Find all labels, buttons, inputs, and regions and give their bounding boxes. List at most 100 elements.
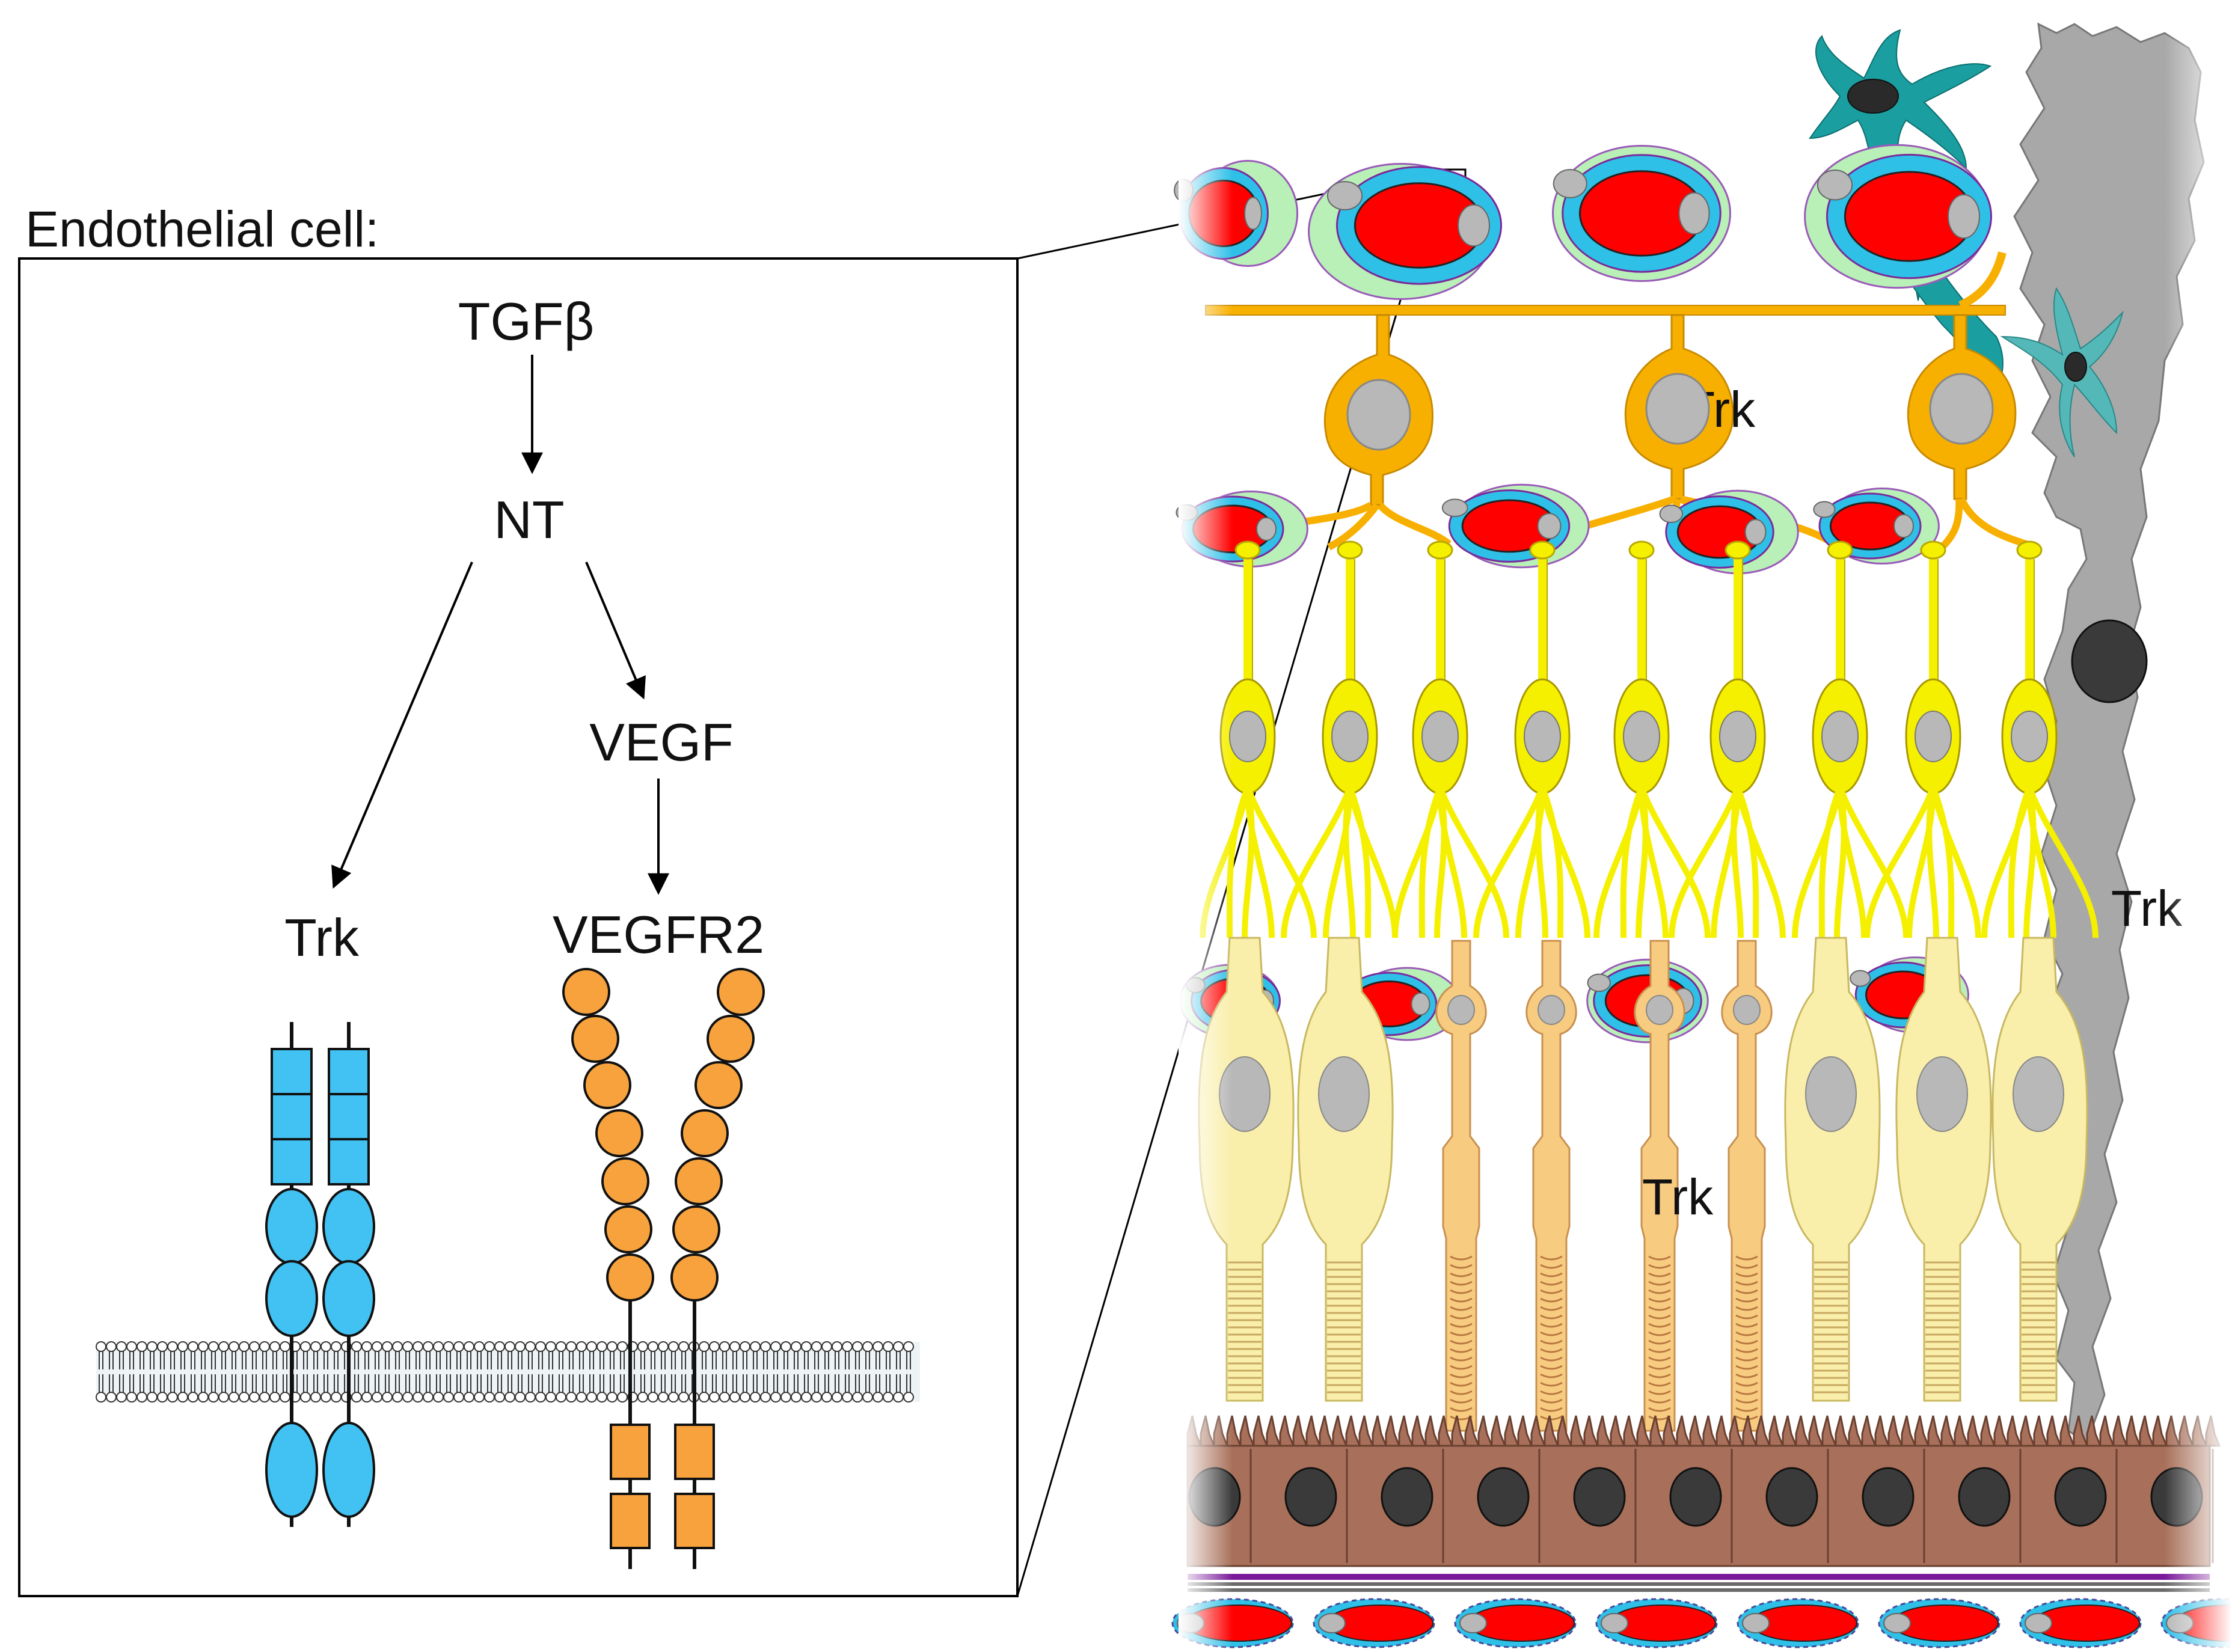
bipolar-dendrite [1711,787,1741,938]
bipolar-dendrite [1245,786,1317,938]
pericyte-nucleus [1850,970,1871,987]
cone-nucleus [1646,995,1673,1025]
endothelial-nucleus [1948,194,1980,239]
endothelial-panel: Endothelial cell: TGFβ NT VEGF Trk VEGFR… [18,201,1019,1597]
rpe-nucleus [1284,1467,1337,1527]
bipolar-dendrite [1792,787,1843,938]
endothelial-nucleus [1744,519,1767,545]
ganglion-cell [1907,314,2028,550]
trk-receptor [265,1022,375,1527]
bipolar-dendrite [1636,787,1649,938]
bipolar-nucleus [2011,711,2048,762]
arrow-nt-to-vegf [585,561,646,700]
bipolar-cell [1669,540,1786,938]
rod-nucleus [1805,1056,1857,1132]
bipolar-dendrite [1735,786,1759,938]
bipolar-cell [1792,540,1909,938]
vegf-label: VEGF [589,712,734,772]
right-fade [2165,18,2232,1652]
bipolar-dendrite [1837,786,1909,938]
pericyte-nucleus [1441,498,1468,518]
choroid-vessels [1171,1598,2232,1648]
cone-nucleus [1447,995,1475,1025]
bruchs-membrane [1188,1574,2210,1592]
bipolar-dendrite [1434,787,1447,938]
rpe-nucleus [1669,1467,1722,1527]
nerve-fiber-layer [1205,305,2006,316]
cone-nucleus [1538,995,1565,1025]
rpe-nucleus [1381,1467,1433,1527]
bipolar-nucleus [1821,711,1859,762]
choroidal-vessel [1313,1598,1435,1648]
endothelial-nucleus [1458,204,1490,247]
bipolar-cell [1473,540,1590,938]
arrow-nt-to-trk [331,561,473,889]
tgf-beta-label: TGFβ [458,292,595,351]
bipolar-dendrite [1473,786,1545,938]
pericyte-nucleus [1817,170,1853,201]
endothelial-nucleus [1244,197,1262,230]
bipolar-cell [1593,540,1711,938]
bipolar-cell [1392,540,1509,938]
bipolar-dendrite [1323,787,1353,938]
rpe-nucleus [1477,1467,1530,1527]
rod-photoreceptor [1895,937,1992,1402]
rpe-nucleus [1958,1467,2011,1527]
rod-photoreceptor [1991,937,2088,1402]
rpe-nucleus [1765,1467,1818,1527]
bipolar-dendrite [1242,787,1255,938]
cone-nucleus [1733,995,1761,1025]
muller-nucleus [2071,619,2148,703]
pericyte-nucleus [1553,169,1587,198]
endothelial-nucleus [1256,517,1277,541]
axon-bend [1958,251,2007,310]
ganglion-cell [1250,314,1452,551]
endothelial-nucleus [1537,513,1562,539]
bipolar-dendrite [1906,787,1936,938]
vegfr2-label: VEGFR2 [553,905,764,964]
bipolar-cell [1281,540,1398,938]
cone-photoreceptor [1435,940,1487,1432]
rod-photoreceptor [1784,937,1881,1402]
rod-nucleus [1916,1056,1968,1132]
choroidal-vessel [1878,1598,2001,1648]
bipolar-nucleus [1719,711,1756,762]
panel-frame [18,257,1019,1597]
vegfr2-receptor [562,968,765,1569]
bipolar-dendrite [1515,787,1545,938]
bipolar-dendrite [1669,786,1741,938]
rpe-layer [1186,1415,2221,1567]
bipolar-dendrite [1347,786,1372,938]
bipolar-dendrite [1639,786,1711,938]
choroidal-vessel [2019,1598,2142,1648]
bipolar-nucleus [1915,711,1952,762]
nt-label: NT [494,490,564,549]
choroidal-vessel [1595,1598,1718,1648]
bipolar-nucleus [1229,711,1266,762]
rod-nucleus [2013,1056,2064,1132]
rod-photoreceptor [1297,937,1394,1402]
astrocyte [2000,287,2124,457]
cone-photoreceptor [1525,940,1577,1432]
superficial-vessels [1174,144,1992,300]
photoreceptor-trk-label: Trk [1642,1169,1714,1225]
rpe-nucleus [1573,1467,1626,1527]
bipolar-cells [1200,540,2099,938]
bipolar-nucleus [1524,711,1561,762]
bipolar-cell [1864,540,1981,938]
bipolar-cell [1981,540,2099,938]
bipolar-nucleus [1331,711,1369,762]
bipolar-nucleus [1623,711,1660,762]
bipolar-dendrite [2023,787,2037,938]
bipolar-dendrite [1981,787,2032,938]
retina-section: Trk Trk Trk [1171,18,2232,1652]
bipolar-dendrite [1864,786,1936,938]
intermediate-vessels [1176,483,1940,575]
panel-heading: Endothelial cell: [25,201,379,257]
choroidal-vessel [1454,1598,1577,1648]
endothelial-nucleus [1893,514,1914,538]
pericyte-nucleus [1326,181,1363,210]
endothelial-nucleus [1678,192,1710,235]
